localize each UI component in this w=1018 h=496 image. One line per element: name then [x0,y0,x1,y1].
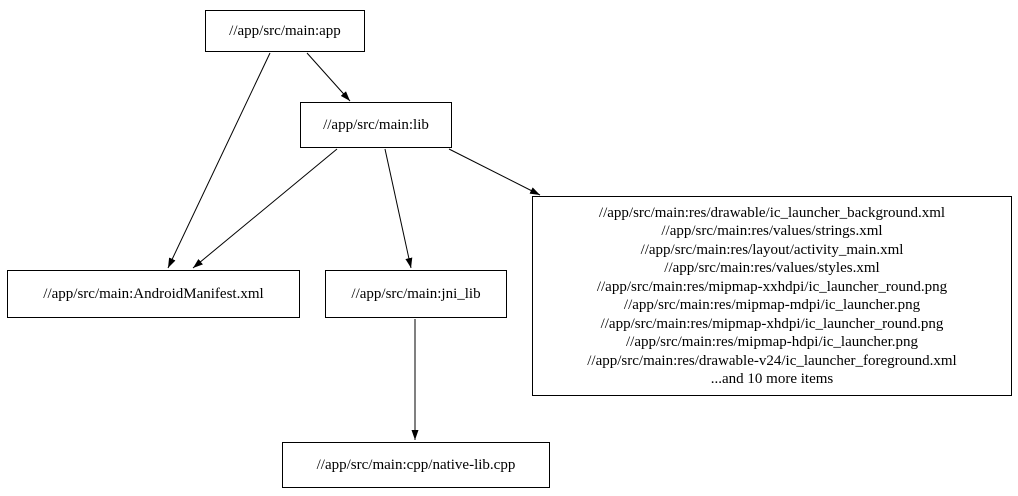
node-lib-label: //app/src/main:lib [323,116,429,133]
node-jni-lib-label: //app/src/main:jni_lib [351,285,481,302]
node-native-lib-cpp: //app/src/main:cpp/native-lib.cpp [282,442,550,488]
res-file-line: //app/src/main:res/drawable-v24/ic_launc… [587,352,957,369]
res-file-line: //app/src/main:res/values/styles.xml [664,260,880,276]
edge-lib-to-android-manifest [192,148,338,269]
edge-app-to-lib [306,52,351,102]
res-file-line: //app/src/main:res/mipmap-xhdpi/ic_launc… [600,315,944,332]
node-android-manifest: //app/src/main:AndroidManifest.xml [7,270,300,318]
res-file-line: //app/src/main:res/mipmap-hdpi/ic_launch… [625,334,918,350]
node-jni-lib: //app/src/main:jni_lib [325,270,507,318]
res-file-line: //app/src/main:res/mipmap-mdpi/ic_launch… [623,297,921,313]
node-native-lib-cpp-label: //app/src/main:cpp/native-lib.cpp [316,456,516,473]
node-lib: //app/src/main:lib [300,102,452,148]
res-file-line: //app/src/main:res/mipmap-xxhdpi/ic_laun… [596,278,948,295]
res-file-line: //app/src/main:res/values/strings.xml [661,223,883,239]
res-file-line: //app/src/main:res/drawable/ic_launcher_… [598,204,946,221]
edge-lib-to-res-group [448,148,541,196]
edge-lib-to-jni-lib [384,148,413,269]
res-group-more-items: ...and 10 more items [710,371,834,387]
node-res-group: //app/src/main:res/drawable/ic_launcher_… [532,196,1012,396]
res-file-line: //app/src/main:res/layout/activity_main.… [640,241,904,258]
node-android-manifest-label: //app/src/main:AndroidManifest.xml [43,285,264,302]
node-app: //app/src/main:app [205,10,365,52]
node-app-label: //app/src/main:app [229,22,341,39]
edge-app-to-android-manifest [167,52,271,269]
